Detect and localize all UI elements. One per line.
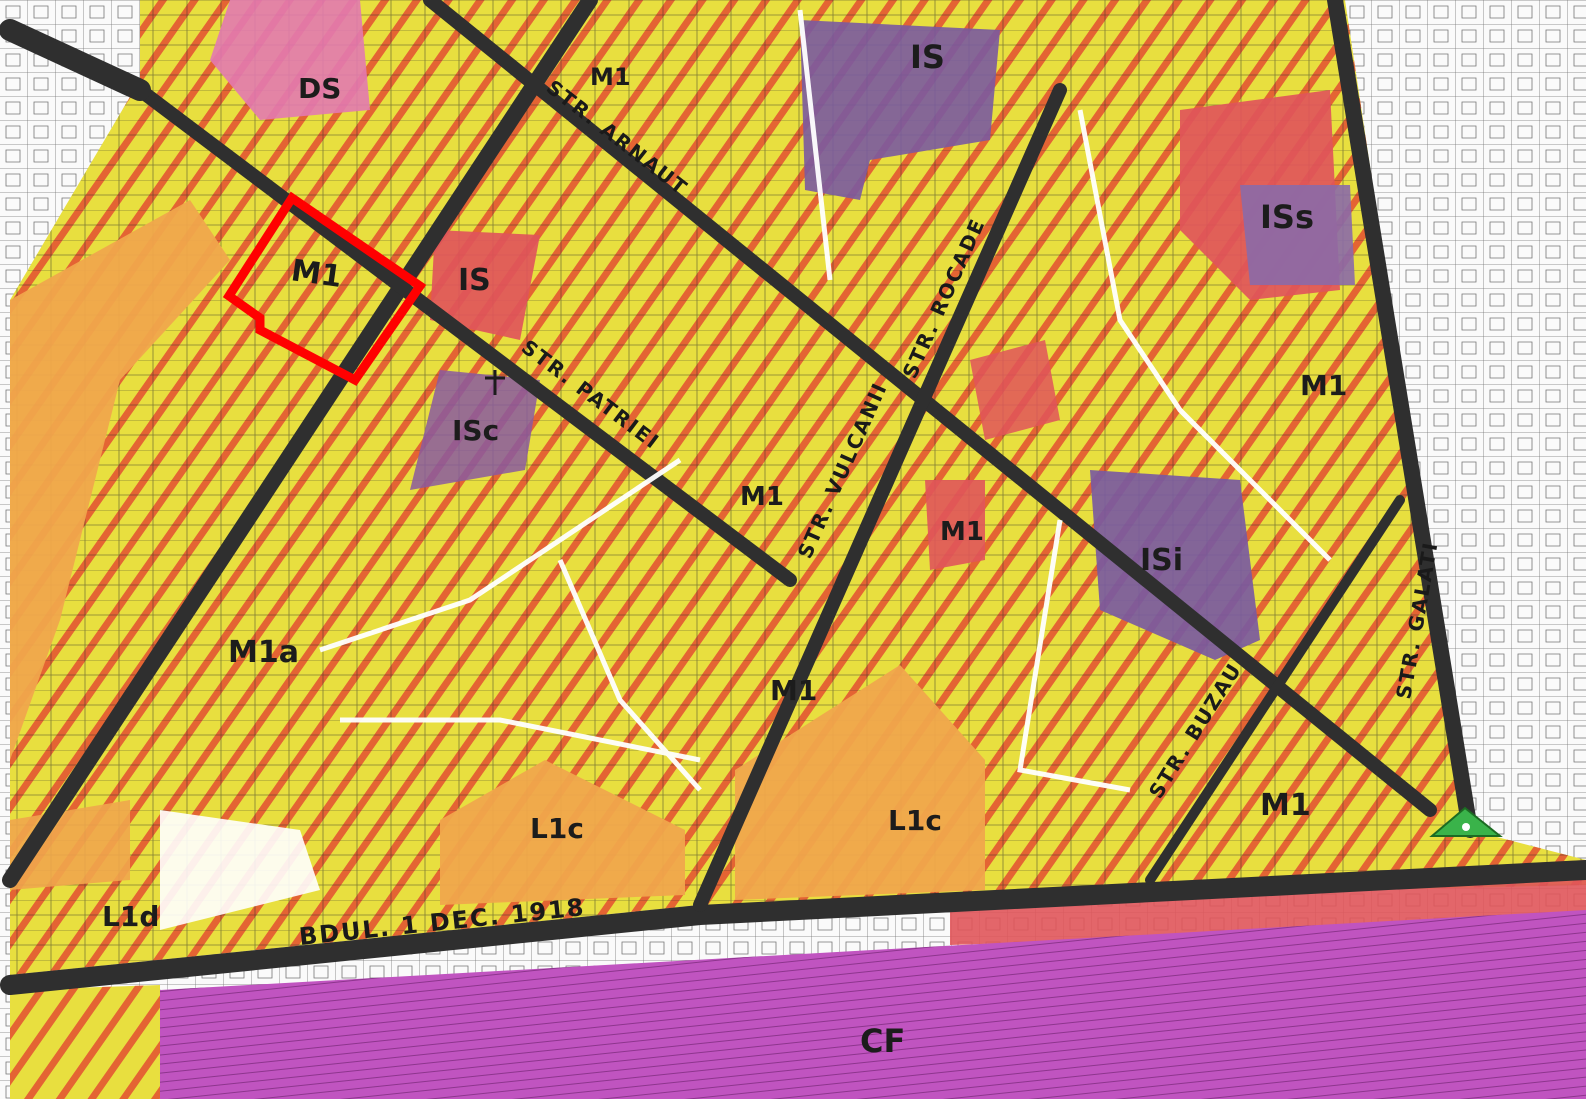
zone-label-iss: ISs (1260, 198, 1314, 236)
zone-isc (410, 370, 540, 490)
zone-rail-tracks (160, 910, 1586, 1099)
road-left-diagonal (2, 0, 598, 888)
zone-label-m1-c: M1 (740, 482, 784, 512)
zone-label-l1c-right: L1c (888, 804, 942, 837)
zone-label-m1-highlight: M1 (289, 253, 344, 295)
zone-label-l1c-left: L1c (530, 812, 584, 845)
triangle-marker-icon (1429, 806, 1503, 837)
cross-icon (485, 370, 505, 395)
road-arnaut (423, 0, 1437, 817)
zone-ds (210, 0, 370, 120)
highlighted-plot[interactable] (222, 191, 427, 386)
road-patriei (133, 83, 797, 587)
road-galati (1327, 0, 1478, 838)
zone-label-m1-a: M1 (770, 674, 817, 707)
road-bdul-1-dec-1918 (0, 860, 1586, 995)
road-top-left (0, 19, 151, 101)
zone-is-top (800, 20, 1000, 200)
zone-labels: DS M1 IS ISc IS ISs ISi M1 M1 M1 M1a L1c… (102, 38, 1347, 1060)
zone-mixed-left (10, 200, 230, 760)
zone-l1c-right (735, 665, 985, 900)
zone-is-red (430, 230, 540, 340)
zone-label-ds: DS (298, 72, 341, 105)
zone-is-middle (925, 480, 985, 570)
zone-parcel-grid (10, 0, 1586, 975)
zone-label-isi: ISi (1140, 543, 1183, 578)
minor-streets (319, 9, 1332, 793)
road-network (0, 0, 1586, 995)
zone-label-cf: CF (860, 1022, 905, 1060)
zone-label-m1-e: M1 (590, 63, 631, 91)
zone-isi (1090, 470, 1260, 660)
zone-label-is-red: IS (458, 263, 491, 298)
zone-label-l1d: L1d (102, 900, 159, 933)
zone-l1c-left (440, 760, 685, 905)
zone-iss (1240, 185, 1355, 285)
zone-label-is-top: IS (910, 38, 945, 76)
zone-label-m1-b: M1 (1260, 788, 1311, 823)
zone-label-m1-f: M1 (940, 517, 984, 547)
zone-institution-strip (970, 340, 1060, 440)
zone-label-isc: ISc (452, 414, 499, 447)
zone-l1d (160, 810, 320, 930)
road-buzau (1145, 495, 1405, 885)
zone-bottom-left-hatch (10, 985, 160, 1099)
road-vulcanii (693, 83, 1067, 912)
zone-label-m1-d: M1 (1300, 369, 1347, 402)
zone-label-m1a: M1a (228, 635, 299, 670)
